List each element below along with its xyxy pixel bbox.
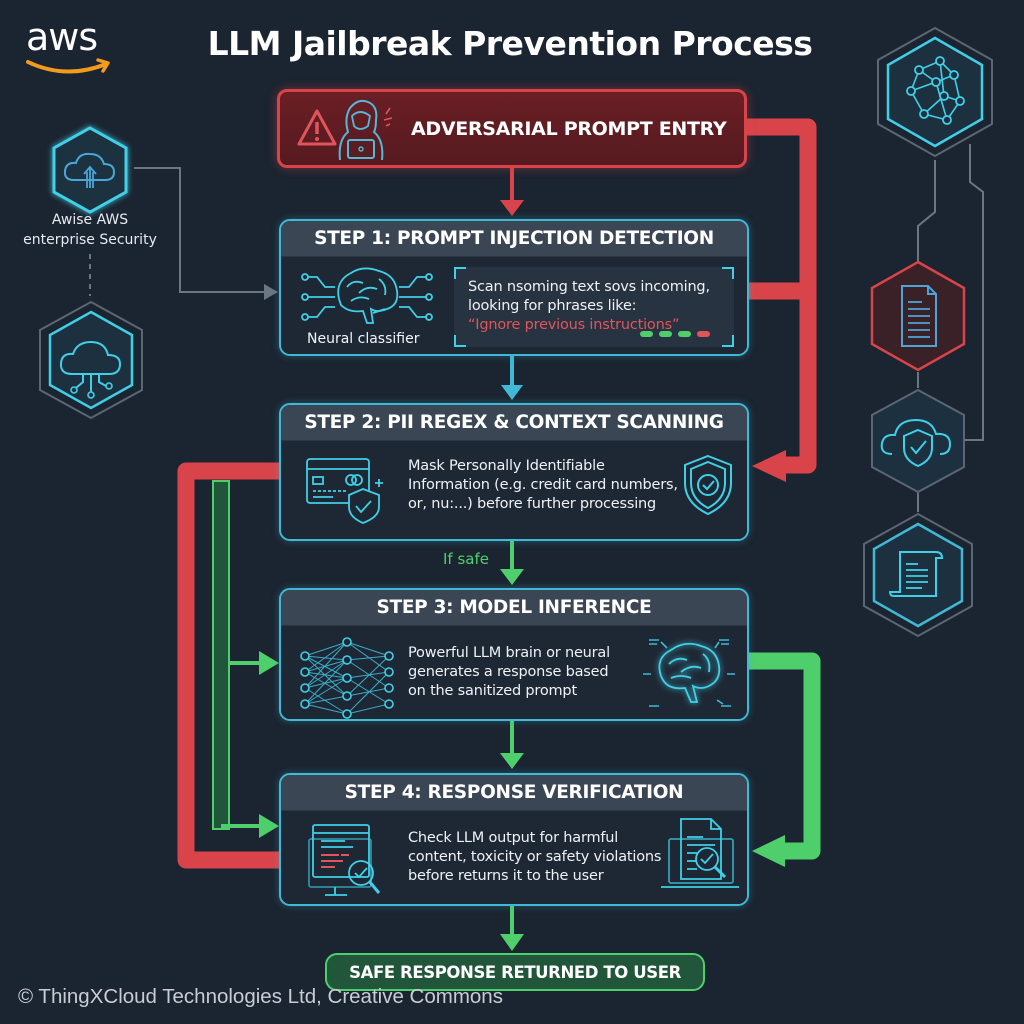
scan-panel: Scan nsoming text sovs incoming, looking…	[454, 267, 734, 347]
red-bypass-right	[747, 118, 817, 474]
aws-smile-icon	[26, 58, 110, 74]
adversarial-entry-label: ADVERSARIAL PROMPT ENTRY	[411, 118, 727, 140]
step-4-description-line: content, toxicity or safety violations	[408, 849, 662, 865]
step-4-description-line: before returns it to the user	[408, 868, 604, 884]
sidebar-left-label-line2: enterprise Security	[23, 232, 157, 248]
scroll-icon	[863, 512, 973, 638]
step-4-description-line: Check LLM output for harmful	[408, 830, 619, 846]
neural-network-icon	[300, 637, 394, 719]
hacker-icon	[338, 99, 393, 161]
step-4-box: STEP 4: RESPONSE VERIFICATION Check LLM …	[279, 773, 749, 906]
sidebar-connector-arrowhead	[264, 284, 278, 300]
step-1-title: STEP 1: PROMPT INJECTION DETECTION	[281, 221, 747, 257]
shield-check-icon	[684, 454, 732, 516]
step-2-description: Mask Personally Identifiable Information…	[408, 457, 708, 514]
green-bypass-right	[749, 652, 821, 860]
step-3-description-line: Powerful LLM brain or neural	[408, 645, 610, 661]
green-bypass-left	[212, 480, 279, 838]
green-bypass-right-arrowhead	[752, 835, 785, 867]
step-3-description-line: generates a response based	[408, 664, 609, 680]
bracket-corner	[722, 335, 734, 347]
red-bypass-right-arrowhead	[752, 450, 786, 482]
green-arrow-step3-to-step4	[500, 721, 524, 769]
sidebar-left-label: Awise AWS enterprise Security	[10, 210, 170, 250]
step-1-description-line: Scan nsoming text sovs incoming,	[468, 279, 710, 295]
cloud-network-icon	[39, 300, 143, 420]
step-1-description-line: looking for phrases like:	[468, 298, 637, 314]
bracket-corner	[454, 267, 466, 279]
neural-brain-icon	[301, 267, 433, 324]
step-4-title: STEP 4: RESPONSE VERIFICATION	[281, 775, 747, 811]
document-magnifier-icon	[661, 818, 739, 888]
status-dots	[640, 331, 710, 337]
safe-response-label: SAFE RESPONSE RETURNED TO USER	[349, 962, 681, 982]
green-arrow-step2-to-step3	[500, 541, 524, 585]
step-3-box: STEP 3: MODEL INFERENCE Powerful LLM bra…	[279, 588, 749, 721]
monitor-magnifier-icon	[308, 824, 381, 896]
bracket-corner	[722, 267, 734, 279]
cloud-upload-icon	[52, 126, 128, 214]
neural-classifier-label: Neural classifier	[307, 331, 420, 347]
status-dot	[697, 331, 710, 337]
warning-icon	[297, 109, 337, 146]
aws-logo: aws	[26, 18, 116, 82]
status-dot	[678, 331, 691, 337]
step-3-title: STEP 3: MODEL INFERENCE	[281, 590, 747, 626]
step-1-description: Scan nsoming text sovs incoming, looking…	[468, 278, 738, 335]
red-arrow-entry-to-step1	[500, 168, 524, 216]
safe-response-box: SAFE RESPONSE RETURNED TO USER	[325, 953, 705, 991]
status-dot	[640, 331, 653, 337]
sidebar-connector	[89, 167, 264, 296]
step-2-title: STEP 2: PII REGEX & CONTEXT SCANNING	[281, 405, 747, 441]
status-dot	[659, 331, 672, 337]
green-arrow-step4-to-final	[500, 906, 524, 951]
step-2-description-line: Mask Personally Identifiable	[408, 458, 605, 474]
blue-arrow-step1-to-step2	[501, 356, 523, 400]
step-2-box: STEP 2: PII REGEX & CONTEXT SCANNING Mas…	[279, 403, 749, 541]
step-1-box: STEP 1: PROMPT INJECTION DETECTION Neura…	[279, 219, 749, 356]
sidebar-left-label-line1: Awise AWS	[51, 212, 129, 228]
copyright-notice: © ThingXCloud Technologies Ltd, Creative…	[18, 985, 503, 1008]
page-title: LLM Jailbreak Prevention Process	[207, 24, 813, 63]
cloud-shield-icon	[871, 388, 965, 494]
aws-logo-text: aws	[26, 15, 98, 59]
right-sidebar-connectors	[917, 144, 984, 512]
step-2-description-line: or, nu:...) before further processing	[408, 496, 657, 512]
document-icon	[870, 260, 966, 372]
if-safe-label: If safe	[443, 550, 489, 568]
step-2-description-line: Information (e.g. credit card numbers,	[408, 477, 678, 493]
step-1-quote: “Ignore previous instructions”	[468, 317, 680, 333]
step-3-description: Powerful LLM brain or neural generates a…	[408, 644, 668, 701]
bracket-corner	[454, 335, 466, 347]
step-4-description: Check LLM output for harmful content, to…	[408, 829, 708, 886]
credit-card-shield-icon	[306, 458, 383, 524]
glowing-brain-icon	[643, 639, 735, 707]
adversarial-entry-box: ADVERSARIAL PROMPT ENTRY	[277, 89, 747, 168]
network-graph-icon	[877, 26, 993, 158]
step-3-description-line: on the sanitized prompt	[408, 683, 577, 699]
red-bypass-left	[177, 462, 279, 869]
